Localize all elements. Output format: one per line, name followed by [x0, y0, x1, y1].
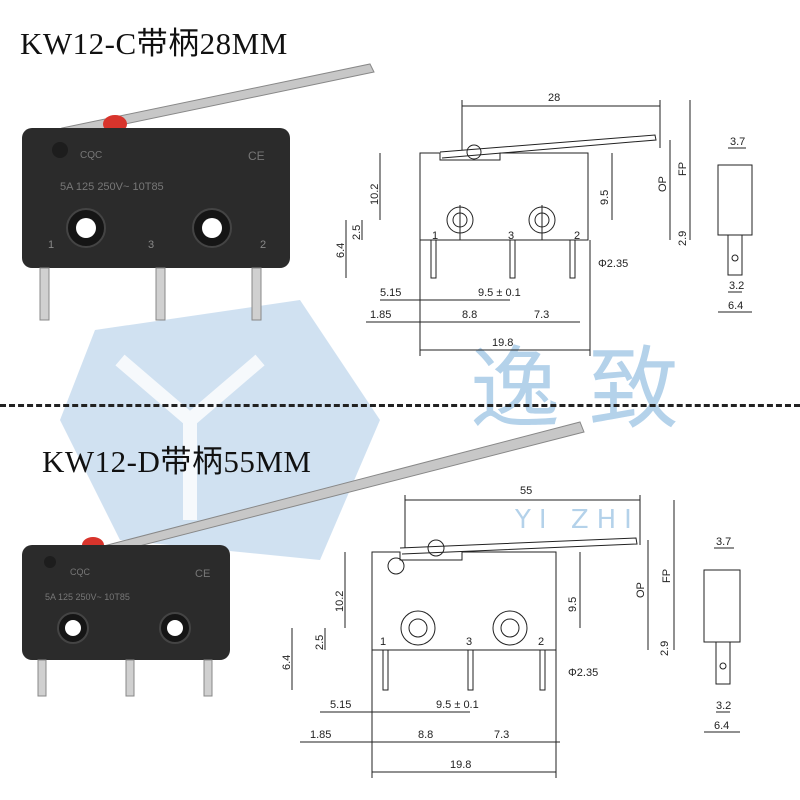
dim-6-4-c: 6.4	[335, 243, 347, 258]
dim-8-8-d: 8.8	[418, 729, 433, 741]
dim-10-2-c: 10.2	[369, 184, 381, 205]
body-outline-c	[419, 152, 589, 241]
pin-label-3-c: 3	[148, 239, 154, 251]
title-kw12-d: KW12-D带柄55MM	[42, 444, 312, 479]
hole-diameter-d: Φ2.35	[568, 667, 598, 679]
dim-7-3-d: 7.3	[494, 729, 509, 741]
side-3-2-d: 3.2	[716, 700, 731, 712]
hole-left-inner-d	[65, 620, 81, 636]
pin-num-2-d: 2	[538, 636, 544, 648]
pin-num-3-d: 3	[466, 636, 472, 648]
rating-d: 5A 125 250V~ 10T85	[45, 592, 130, 602]
pin-3-c	[155, 267, 166, 321]
side-3-7-d: 3.7	[716, 536, 731, 548]
cqc-logo-d: CQC	[70, 567, 91, 577]
title-kw12-c: KW12-C带柄28MM	[20, 26, 288, 61]
dim-5-15-c: 5.15	[380, 287, 401, 299]
pin-3-d	[125, 659, 135, 697]
dim-2-9-d: 2.9	[659, 641, 671, 656]
watermark-logo-y	[115, 354, 265, 520]
ce-mark-d: CE	[195, 568, 210, 580]
pin-num-2-c: 2	[574, 230, 580, 242]
dim-19-8-d: 19.8	[450, 759, 471, 771]
dim-1-85-d: 1.85	[310, 729, 331, 741]
pin-1-d	[37, 659, 47, 697]
dim-7-3-c: 7.3	[534, 309, 549, 321]
pin-num-1-d: 1	[380, 636, 386, 648]
pin-num-3-c: 3	[508, 230, 514, 242]
dim-2-9-c: 2.9	[677, 231, 689, 246]
pin-label-2-c: 2	[260, 239, 266, 251]
hole-right-inner-c	[202, 218, 222, 238]
hole-left-inner-c	[76, 218, 96, 238]
dim-5-15-d: 5.15	[330, 699, 351, 711]
section-divider	[0, 404, 800, 407]
ce-mark-c: CE	[248, 149, 265, 163]
mount-dot-c	[52, 142, 68, 158]
pin-2-d	[203, 659, 213, 697]
body-outline-d	[371, 551, 557, 651]
dim-2-5-c: 2.5	[351, 225, 363, 240]
watermark-pinyin: YI ZHI	[514, 505, 640, 535]
dim-pitch-c: 9.5 ± 0.1	[478, 287, 521, 299]
mount-dot-d	[44, 556, 56, 568]
rating-c: 5A 125 250V~ 10T85	[60, 181, 164, 193]
side-view-d	[703, 569, 741, 643]
cqc-logo-c: CQC	[80, 150, 102, 161]
dim-9-5-c: 9.5	[599, 190, 611, 205]
dim-2-5-d: 2.5	[314, 635, 326, 650]
pin-num-1-c: 1	[432, 230, 438, 242]
pin-label-1-c: 1	[48, 239, 54, 251]
dim-9-5-d: 9.5	[567, 597, 579, 612]
side-3-2-c: 3.2	[729, 280, 744, 292]
fp-label-d: FP	[661, 569, 673, 583]
hole-diameter-c: Φ2.35	[598, 258, 628, 270]
pin-1-c	[39, 267, 50, 321]
lever-outline-d	[399, 537, 638, 555]
dim-lever-length-c: 28	[548, 92, 560, 104]
dim-1-85-c: 1.85	[370, 309, 391, 321]
dim-8-8-c: 8.8	[462, 309, 477, 321]
pin-2-c	[251, 267, 262, 321]
dim-lever-length-d: 55	[520, 485, 532, 497]
lever-outline-c	[439, 134, 657, 159]
side-3-7-c: 3.7	[730, 136, 745, 148]
hole-right-inner-d	[167, 620, 183, 636]
dim-10-2-d: 10.2	[334, 591, 346, 612]
side-6-4-c: 6.4	[728, 300, 743, 312]
dim-6-4-d: 6.4	[281, 655, 293, 670]
op-label-d: OP	[635, 582, 647, 598]
dim-19-8-c: 19.8	[492, 337, 513, 349]
dim-pitch-d: 9.5 ± 0.1	[436, 699, 479, 711]
op-label-c: OP	[657, 176, 669, 192]
fp-label-c: FP	[677, 162, 689, 176]
side-6-4-d: 6.4	[714, 720, 729, 732]
